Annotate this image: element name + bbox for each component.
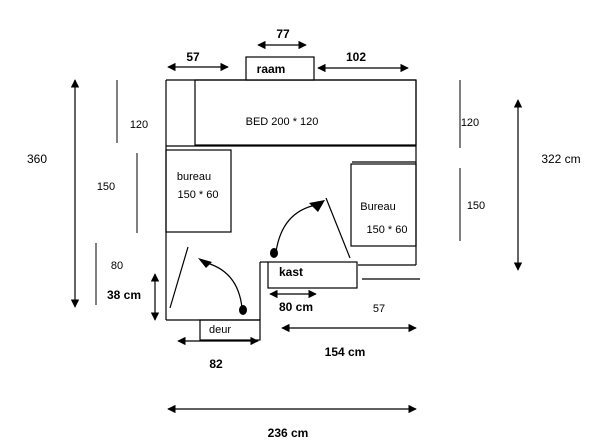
dim-left-desk: 150 — [97, 181, 115, 193]
dim-left-door-gap: 38 cm — [107, 288, 141, 302]
bed-rect — [194, 79, 417, 146]
dim-left-total: 360 — [27, 152, 47, 166]
dim-right-total: 322 cm — [541, 152, 580, 166]
door-swing-right-line — [325, 197, 351, 259]
dim-kast-width: 80 cm — [279, 300, 313, 314]
swing-dot-right-bottom — [270, 248, 278, 258]
dim-top-window: 77 — [276, 27, 290, 41]
dim-left-lower: 80 — [111, 260, 123, 272]
label-desk-right-name: Bureau — [360, 201, 395, 213]
dim-right-bed: 120 — [461, 117, 479, 129]
desk-right-rect — [350, 163, 417, 247]
desk-left-rect — [165, 149, 232, 233]
dim-right-desk: 150 — [467, 200, 485, 212]
label-window: raam — [257, 62, 286, 76]
dim-left-bed: 120 — [130, 119, 148, 131]
label-desk-left-size: 150 * 60 — [178, 189, 219, 201]
swing-arc-left — [202, 261, 243, 309]
dim-lower-right-small: 57 — [373, 303, 385, 315]
label-bed: BED 200 * 120 — [246, 116, 319, 128]
swing-arc-right — [275, 204, 317, 253]
dim-top-left: 57 — [186, 50, 200, 64]
dim-bottom-door: 82 — [209, 357, 223, 371]
dim-bottom-right: 154 cm — [325, 345, 366, 359]
label-desk-left-name: bureau — [177, 171, 211, 183]
label-wardrobe: kast — [279, 265, 303, 279]
label-desk-right-size: 150 * 60 — [367, 224, 408, 236]
door-swing-left-line — [169, 246, 189, 309]
swing-dot-left-bottom — [239, 305, 247, 315]
wardrobe-rect — [267, 261, 358, 289]
dim-top-right: 102 — [346, 50, 366, 64]
label-door: deur — [209, 324, 231, 336]
dim-bottom-total: 236 cm — [268, 426, 309, 440]
swing-dot-left-top — [198, 258, 212, 268]
swing-dot-right-top — [309, 200, 325, 212]
